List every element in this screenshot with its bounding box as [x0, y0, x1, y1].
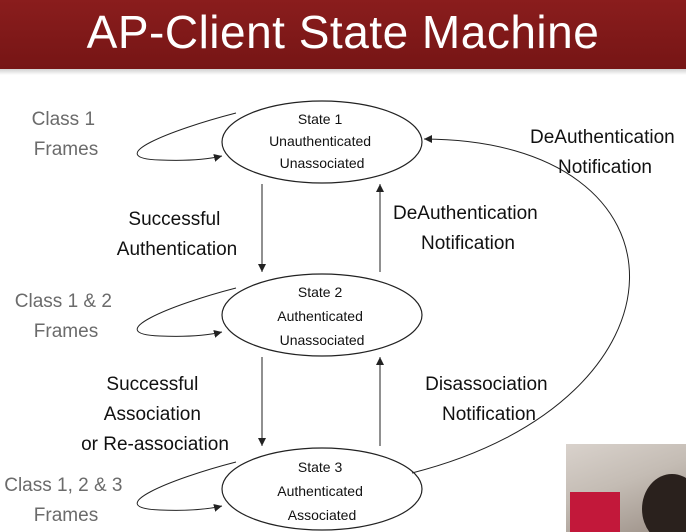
title-bar — [0, 0, 686, 69]
state-1-ellipse — [221, 100, 423, 184]
state-2-label: State 2 Authenticated Unassociated — [277, 284, 367, 348]
presenter-video-thumbnail — [566, 444, 686, 532]
label-deauthentication-outer: DeAuthentication Notification — [530, 127, 680, 178]
frames-label-state-3: Class 1, 2 & 3 Frames — [4, 475, 128, 526]
self-loop-state-2 — [136, 287, 237, 338]
self-loop-state-1 — [136, 112, 237, 162]
label-disassociation-notification: Disassociation Notification — [425, 374, 553, 425]
state-3-label: State 3 Authenticated Associated — [277, 459, 367, 523]
state-1-label: State 1 Unauthenticated Unassociated — [269, 111, 375, 171]
frames-label-state-2: Class 1 & 2 Frames — [15, 291, 117, 342]
state-2-ellipse — [221, 273, 423, 357]
video-background-red — [570, 492, 620, 532]
self-loop-state-3 — [136, 461, 237, 512]
frames-label-state-1: Class 1 Frames — [32, 109, 101, 160]
arrow-state3-to-state1 — [411, 135, 630, 474]
slide-title: AP-Client State Machine — [86, 6, 600, 58]
presenter-head — [642, 474, 686, 532]
label-successful-authentication: Successful Authentication — [117, 209, 237, 260]
state-3-ellipse — [221, 447, 423, 531]
label-successful-association: Successful Association or Re-association — [81, 374, 229, 455]
label-deauthentication-inner: DeAuthentication Notification — [393, 203, 543, 254]
title-shadow — [0, 69, 686, 75]
